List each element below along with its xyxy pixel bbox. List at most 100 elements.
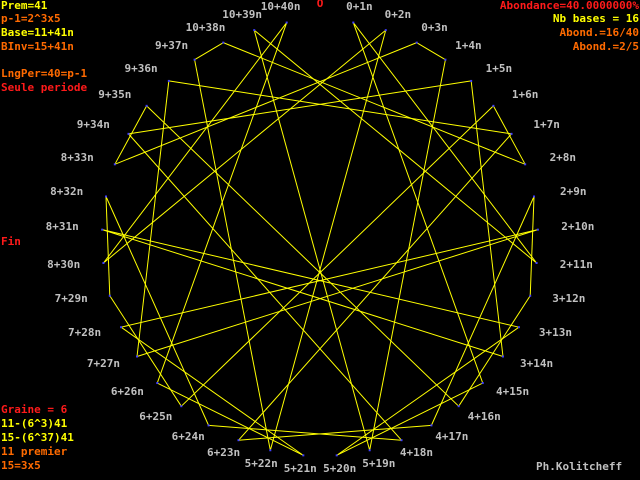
residue-label: 2+11n xyxy=(559,257,593,271)
abond-fraction-text: Abond.=16/40 xyxy=(559,26,639,39)
vertex-point xyxy=(492,104,495,107)
residue-label: 4+16n xyxy=(467,409,501,423)
polygon-edge xyxy=(253,30,371,451)
lngper-text: LngPer=40=p-1 xyxy=(1,67,88,80)
residue-label: 7+28n xyxy=(68,325,102,339)
residue-label: 5+22n xyxy=(244,456,278,470)
polygon-edge xyxy=(369,59,446,451)
vertex-point xyxy=(368,449,371,452)
equation-2: 15-(6^37)41 xyxy=(1,431,74,444)
residue-label: 10+40n xyxy=(260,0,301,13)
vertex-point xyxy=(384,29,387,32)
residue-label: 4+15n xyxy=(496,385,530,399)
p-minus-1-text: p-1=2^3x5 xyxy=(1,12,61,25)
residue-label: 6+23n xyxy=(206,446,241,460)
polygon-edge xyxy=(114,105,148,165)
nb-bases-text: Nb bases = 16 xyxy=(552,12,639,25)
factor-text: 15=3x5 xyxy=(1,459,41,472)
polygon-edge xyxy=(194,59,271,451)
equation-1: 11-(6^3)41 xyxy=(1,417,68,430)
vertex-point xyxy=(222,41,225,44)
residue-label: O xyxy=(316,0,324,10)
residue-label: 9+34n xyxy=(76,118,110,132)
vertex-point xyxy=(237,439,240,442)
vertex-point xyxy=(430,424,433,427)
vertex-point xyxy=(108,294,111,297)
residue-label: 3+12n xyxy=(552,292,586,306)
polygon-edge xyxy=(336,382,483,456)
residue-label: 7+27n xyxy=(86,357,120,371)
residue-label: 2+8n xyxy=(549,150,577,164)
residue-label: 1+6n xyxy=(511,88,539,102)
residue-label: 3+13n xyxy=(538,325,572,339)
residue-label: 10+38n xyxy=(185,21,226,35)
residue-label: 2+10n xyxy=(561,220,595,234)
vertex-point xyxy=(127,132,130,135)
binv-text: BInv=15+41n xyxy=(1,40,74,53)
polygon-edge xyxy=(109,295,182,407)
residue-label: 8+33n xyxy=(60,150,94,164)
polygon-edge xyxy=(336,326,520,456)
abondance-text: Abondance=40.0000000% xyxy=(499,0,639,12)
premier-text: 11 premier xyxy=(1,445,68,458)
polygon-edge xyxy=(352,22,537,264)
polygon-edge xyxy=(105,196,111,296)
polygon-edge xyxy=(269,30,387,451)
polygon-edge xyxy=(136,80,170,357)
vertex-point xyxy=(285,21,288,24)
residue-label: 3+14n xyxy=(519,357,554,371)
vertex-point xyxy=(335,454,338,457)
polygon-edge xyxy=(103,22,288,264)
residue-label: 1+7n xyxy=(533,118,560,132)
residue-label: 9+35n xyxy=(98,88,132,102)
residue-label: 6+26n xyxy=(110,385,144,399)
residue-label: 6+24n xyxy=(171,430,205,444)
polygon-edge xyxy=(194,42,224,61)
vertex-point xyxy=(145,104,148,107)
residue-label: 0+1n xyxy=(346,0,373,13)
seule-periode-text: Seule periode xyxy=(1,81,88,94)
residue-label: 8+32n xyxy=(50,184,84,198)
polygon-edge xyxy=(157,382,304,456)
polygon-edge xyxy=(458,295,531,407)
vertex-point xyxy=(444,58,447,61)
residue-label: 5+20n xyxy=(323,462,357,476)
vertex-point xyxy=(120,326,123,329)
vertex-point xyxy=(269,449,272,452)
polygon-edge xyxy=(208,424,402,441)
residue-label: 1+5n xyxy=(485,61,513,75)
polygon-edge xyxy=(352,22,484,384)
residue-label: 9+37n xyxy=(155,39,189,53)
vertex-point xyxy=(533,195,536,198)
polygon-edge xyxy=(102,229,504,357)
polygon-edge xyxy=(238,424,432,441)
fin-text: Fin xyxy=(1,235,21,248)
polygon-edge xyxy=(253,29,537,264)
residue-label: 9+36n xyxy=(124,61,158,75)
vertex-point xyxy=(102,262,105,265)
vertex-point xyxy=(470,79,473,82)
residue-label: 5+21n xyxy=(283,462,317,476)
vertex-point xyxy=(400,439,403,442)
polygon-edge xyxy=(470,80,504,357)
polygon-edge xyxy=(492,105,526,165)
polygon-edge xyxy=(114,42,417,165)
vertex-point xyxy=(536,228,539,231)
vertex-point xyxy=(113,163,116,166)
residue-label: 8+31n xyxy=(45,220,79,234)
vertex-point xyxy=(501,355,504,358)
vertex-point xyxy=(535,262,538,265)
polygon-edge xyxy=(416,42,446,61)
vertex-point xyxy=(104,195,107,198)
polygon-edge xyxy=(238,133,512,441)
vertex-point xyxy=(193,58,196,61)
base-text: Base=11+41n xyxy=(1,26,74,39)
prem-text: Prem=41 xyxy=(1,0,48,12)
polygon-edge xyxy=(102,229,520,328)
polygon-edge xyxy=(529,196,535,296)
abond-reduced-text: Abond.=2/5 xyxy=(572,40,639,53)
polygon-edge xyxy=(136,229,538,357)
vertex-point xyxy=(207,424,210,427)
vertex-point xyxy=(510,132,513,135)
